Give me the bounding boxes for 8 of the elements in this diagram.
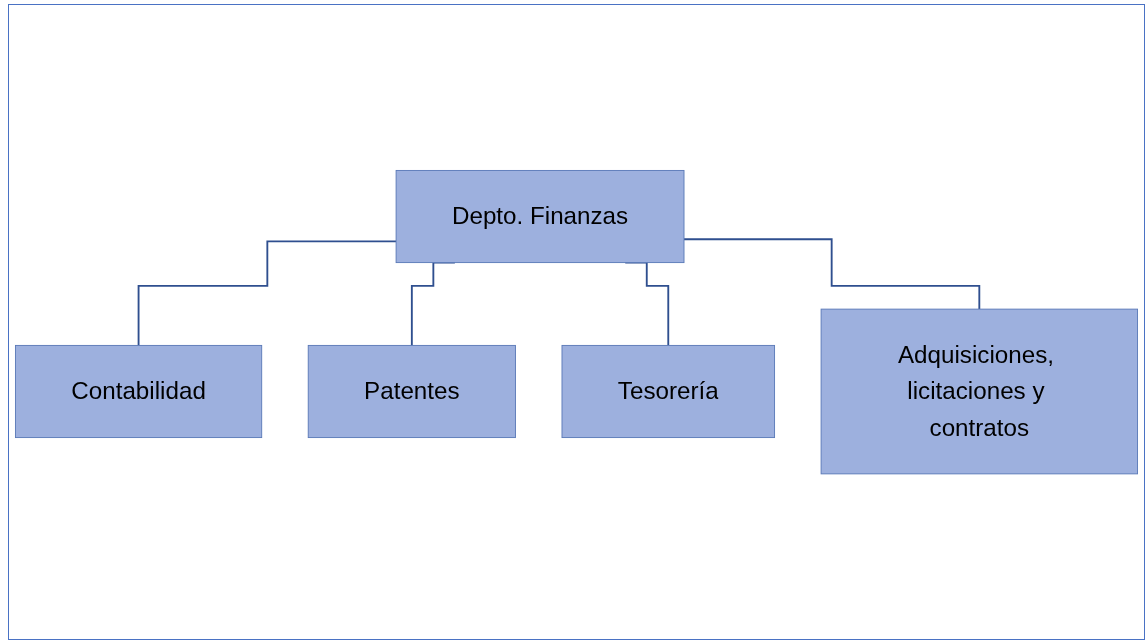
node-box (395, 169, 685, 263)
node-box (820, 308, 1138, 475)
connector (683, 238, 981, 310)
node-box (561, 344, 776, 438)
connector (137, 240, 398, 347)
org-chart: Depto. Finanzas Contabilidad Patentes Tesorería Adquisiciones, licitaciones y contratos (8, 162, 1145, 482)
node-box (15, 344, 263, 438)
node-box (307, 344, 516, 438)
